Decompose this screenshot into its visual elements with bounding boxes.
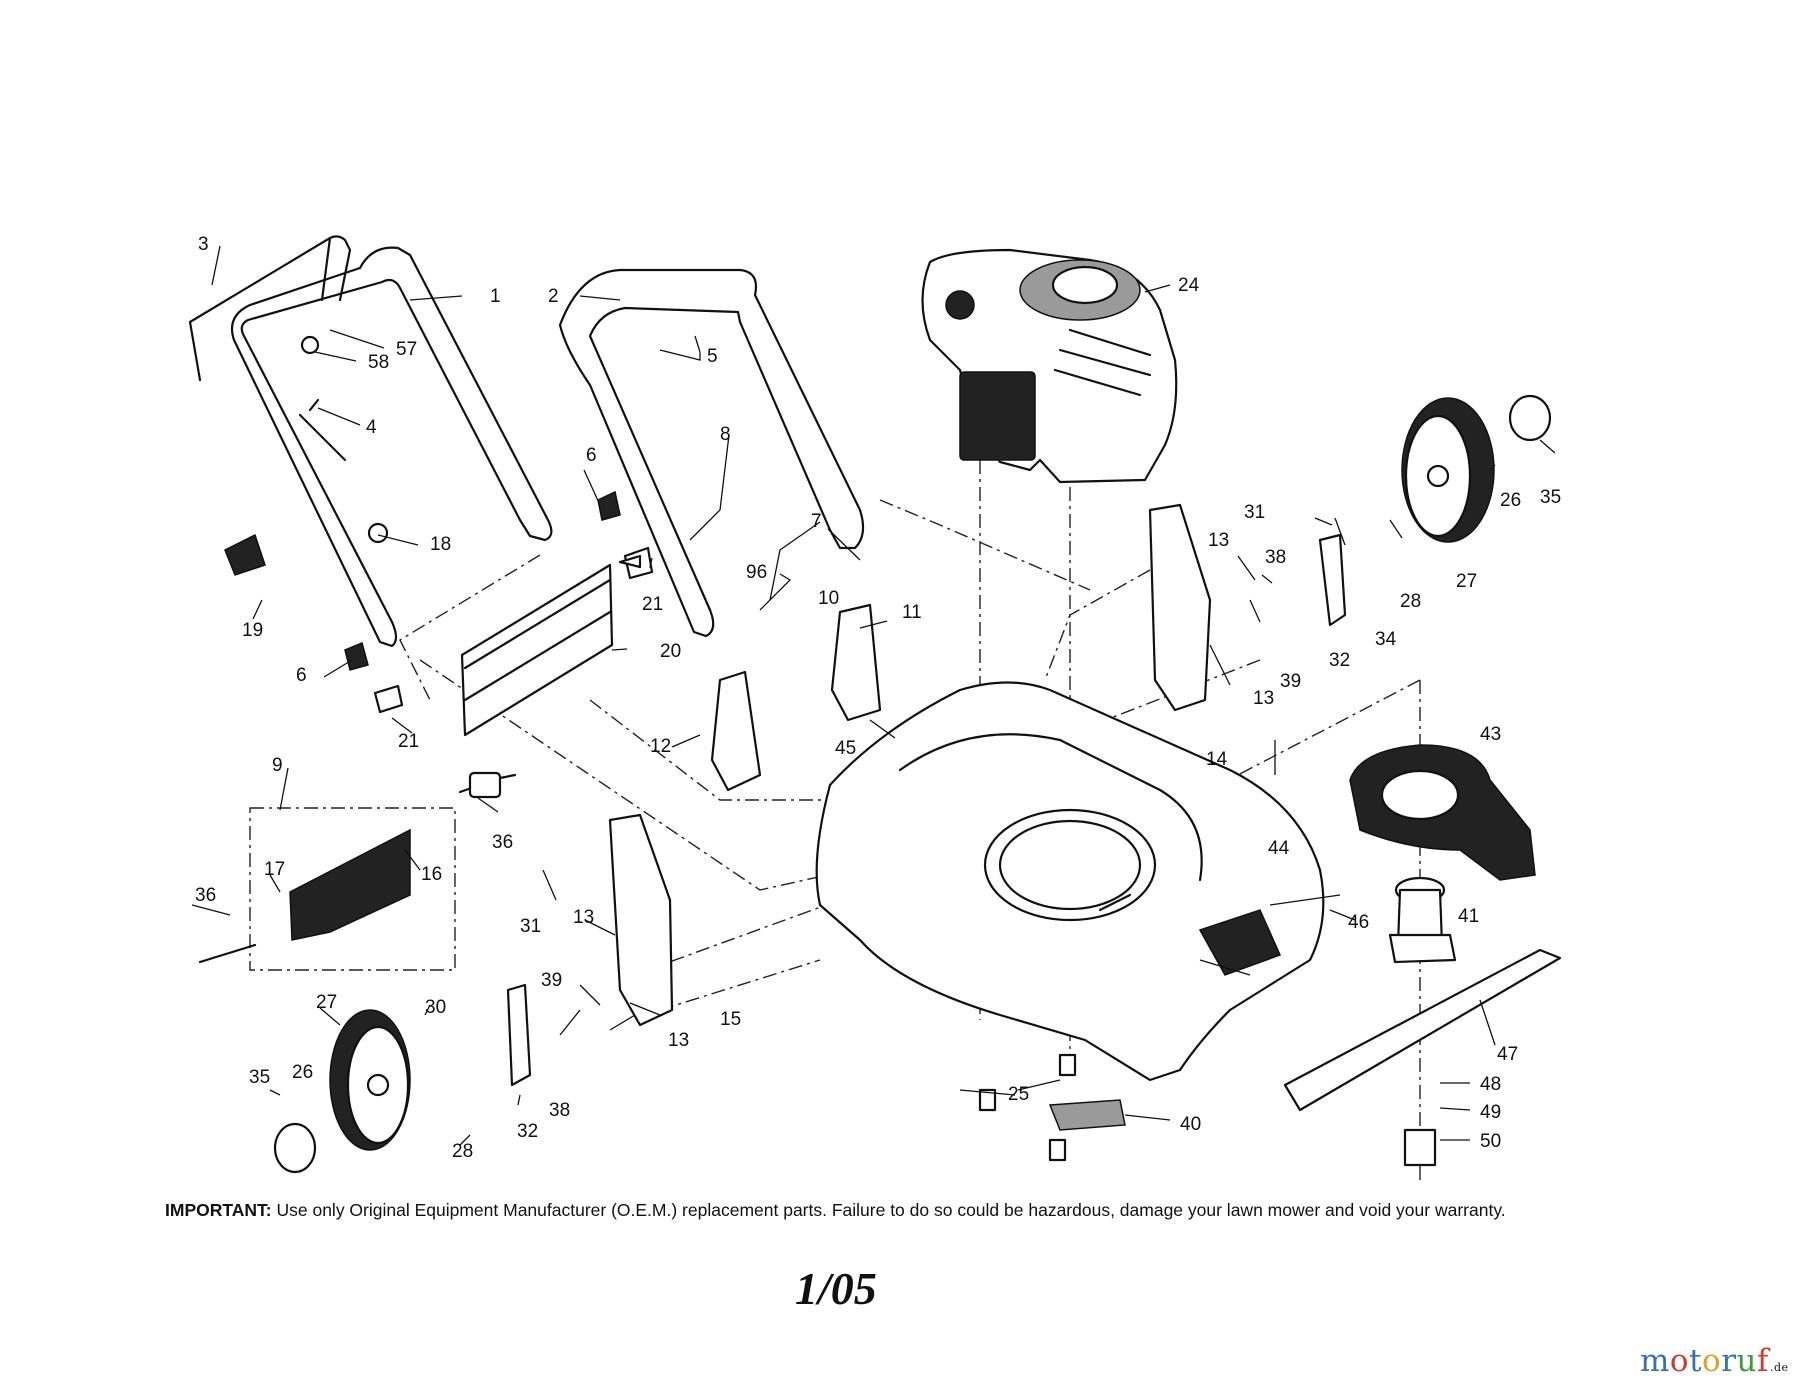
callout-13c: 13 [573,907,594,928]
callout-49: 49 [1480,1102,1501,1123]
callout-25: 25 [1008,1084,1029,1105]
callout-96: 96 [746,562,767,583]
callout-36a: 36 [492,832,513,853]
callout-2: 2 [548,286,559,307]
callout-26a: 26 [1500,490,1521,511]
callout-7: 7 [811,511,822,532]
callout-13d: 13 [668,1030,689,1051]
callout-18: 18 [430,534,451,555]
callout-57: 57 [396,339,417,360]
blade-assembly [1283,744,1562,1167]
front-wheel-left [273,1009,411,1174]
watermark-letter: o [1669,1343,1690,1379]
callout-21a: 21 [642,594,663,615]
callout-labels: 1 2 3 4 5 6 6 7 8 9 10 11 12 13 13 13 13… [195,234,1561,1162]
callout-10: 10 [818,588,839,609]
callout-6b: 6 [296,665,307,686]
engine [921,248,1178,484]
leader-lines [191,245,1556,1146]
callout-47: 47 [1497,1044,1518,1065]
mower-deck [815,681,1325,1082]
callout-3: 3 [198,234,209,255]
watermark-letter: m [1640,1343,1670,1379]
callout-24: 24 [1178,275,1200,296]
callout-35b: 35 [249,1067,270,1088]
callout-17: 17 [264,859,285,880]
callout-28a: 28 [1400,591,1421,612]
watermark-tld: .de [1770,1361,1789,1374]
callout-31b: 31 [520,916,541,937]
callout-36b: 36 [195,885,216,906]
callout-32b: 32 [517,1121,538,1142]
callout-14: 14 [1206,749,1228,770]
lower-handle [558,268,865,638]
watermark-letter: o [1702,1343,1722,1379]
callout-4: 4 [366,417,377,438]
callout-35a: 35 [1540,487,1561,508]
callout-21b: 21 [398,731,419,752]
height-plates [710,603,882,792]
chute-door-assembly [198,771,517,971]
callout-13a: 13 [1208,530,1229,551]
callout-41: 41 [1458,906,1479,927]
callout-5: 5 [707,346,718,367]
callout-15: 15 [720,1009,741,1030]
watermark-letters: motoruf [1640,1343,1769,1379]
callout-39a: 39 [1280,671,1301,692]
callout-11: 11 [902,602,922,623]
important-text: Use only Original Equipment Manufacturer… [276,1200,1506,1220]
axle-brackets [506,503,1347,1087]
callout-31a: 31 [1244,502,1265,523]
callout-9: 9 [272,755,283,776]
watermark-logo: motoruf.de [1640,1343,1789,1379]
revision-date: 1/05 [795,1263,877,1314]
callout-28b: 28 [452,1141,473,1162]
callout-45: 45 [835,738,856,759]
rear-flap [460,563,614,737]
callout-30: 30 [425,997,446,1018]
callout-44: 44 [1268,838,1290,859]
callout-8: 8 [720,424,731,445]
callout-32a: 32 [1329,650,1350,671]
callout-1: 1 [490,286,501,307]
callout-46: 46 [1348,912,1369,933]
handle-hardware [224,335,654,714]
callout-6: 6 [586,445,597,466]
watermark-letter: r [1721,1343,1737,1379]
callout-58: 58 [368,352,389,373]
watermark-letter: u [1736,1343,1758,1379]
callout-16: 16 [421,864,442,885]
callout-43: 43 [1480,724,1501,745]
callout-12: 12 [650,736,671,757]
callout-38a: 38 [1265,547,1286,568]
callout-27b: 27 [316,992,337,1013]
important-notice: IMPORTANT: Use only Original Equipment M… [165,1200,1665,1221]
callout-27a: 27 [1456,571,1477,592]
watermark-letter: t [1689,1343,1703,1379]
callout-48: 48 [1480,1074,1501,1095]
callout-19: 19 [242,620,263,641]
callout-26b: 26 [292,1062,313,1083]
callout-50: 50 [1480,1131,1501,1152]
watermark-letter: f [1757,1343,1769,1379]
callout-39b: 39 [541,970,562,991]
rear-wheel-right [1401,394,1552,543]
callout-38b: 38 [549,1100,570,1121]
callout-20: 20 [660,641,681,662]
upper-handle [188,235,553,648]
callout-40: 40 [1180,1114,1201,1135]
important-label: IMPORTANT: [165,1200,272,1220]
callout-13b: 13 [1253,688,1274,709]
callout-34: 34 [1375,629,1397,650]
baffle-and-bolts [978,1053,1126,1162]
